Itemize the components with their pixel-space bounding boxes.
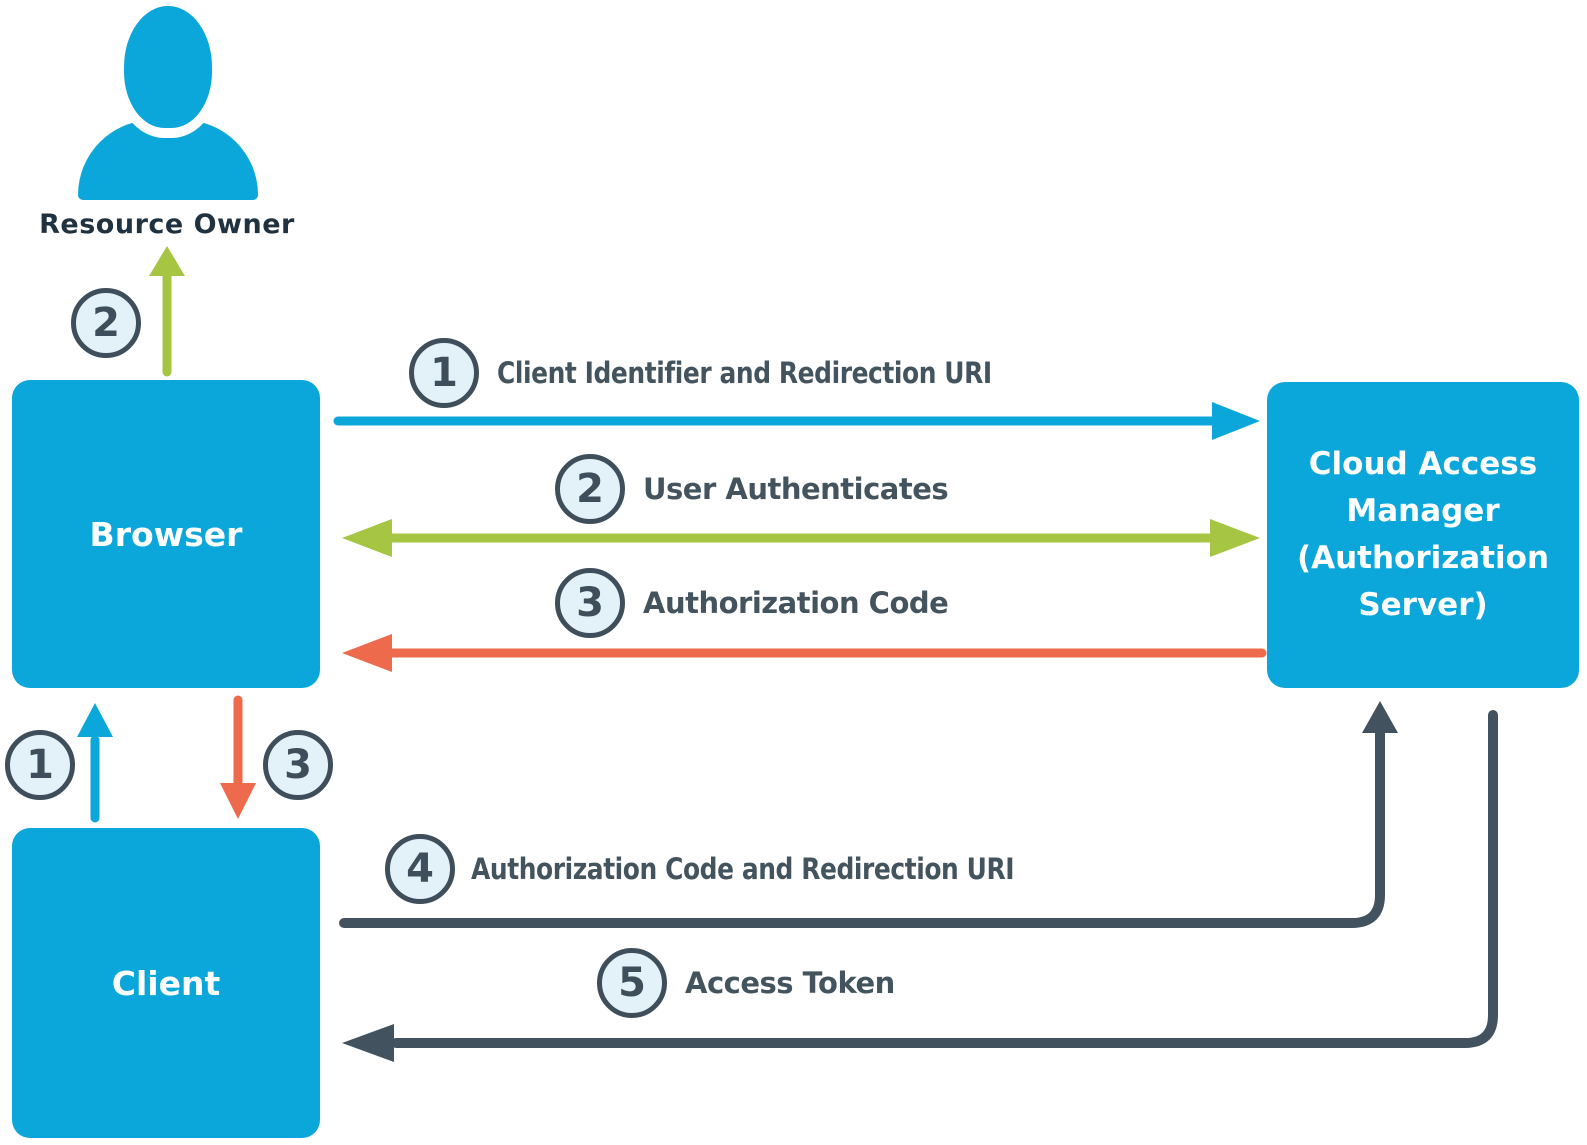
flow-label-4: Authorization Code and Redirection URI xyxy=(471,852,1015,886)
step-badge-4: 4 xyxy=(385,834,455,904)
flow-label-2: User Authenticates xyxy=(643,472,949,506)
arrow-step1-up xyxy=(77,703,113,823)
person-head-shape xyxy=(124,6,212,128)
step-badge-3-vertical: 3 xyxy=(263,730,333,800)
step-badge-3: 3 xyxy=(555,568,625,638)
resource-owner-label: Resource Owner xyxy=(39,209,295,240)
resource-owner-icon xyxy=(78,6,258,200)
node-client: Client xyxy=(12,828,320,1138)
arrow-user-authenticates xyxy=(342,519,1260,557)
node-authorization-server: Cloud Access Manager (Authorization Serv… xyxy=(1267,382,1579,688)
arrow-step3-down xyxy=(220,695,256,819)
browser-label: Browser xyxy=(89,514,243,554)
arrow-user-authenticates-up xyxy=(149,246,185,377)
step-badge-2-vertical: 2 xyxy=(71,288,141,358)
client-label: Client xyxy=(111,963,221,1003)
step-badge-2: 2 xyxy=(555,454,625,524)
step-badge-1-vertical: 1 xyxy=(5,730,75,800)
arrow-auth-code-redirection xyxy=(339,701,1398,928)
node-browser: Browser xyxy=(12,380,320,688)
arrow-authorization-code xyxy=(342,634,1267,672)
authorization-server-label: Cloud Access Manager (Authorization Serv… xyxy=(1296,446,1550,623)
person-body-shape xyxy=(78,120,258,200)
step-badge-1: 1 xyxy=(409,338,479,408)
flow-label-3: Authorization Code xyxy=(643,586,949,620)
step-badge-5: 5 xyxy=(597,948,667,1018)
flow-label-5: Access Token xyxy=(685,966,895,1000)
arrow-access-token xyxy=(342,710,1498,1062)
arrow-client-identifier xyxy=(333,402,1260,440)
flow-label-1: Client Identifier and Redirection URI xyxy=(497,356,992,390)
